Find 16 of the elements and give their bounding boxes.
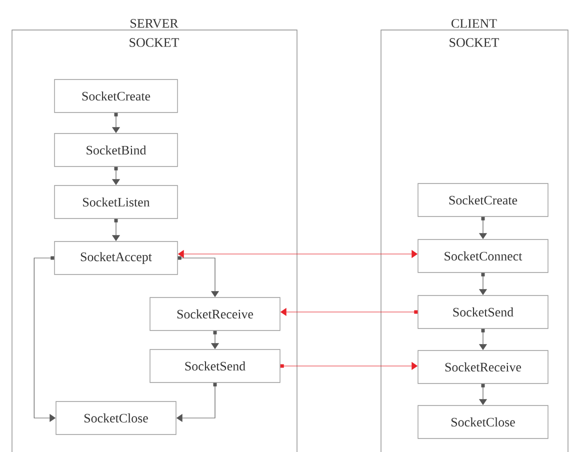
function-box: SocketSend bbox=[150, 349, 280, 383]
function-box: SocketCreate bbox=[54, 79, 178, 113]
function-box: SocketReceive bbox=[418, 350, 548, 384]
function-box: SocketAccept bbox=[54, 241, 178, 275]
function-box: SocketClose bbox=[418, 405, 548, 439]
function-box: SocketCreate bbox=[418, 183, 548, 217]
function-box: SocketClose bbox=[56, 401, 176, 435]
panel-title: SOCKET bbox=[130, 38, 179, 47]
function-box: SocketReceive bbox=[150, 297, 280, 331]
function-box: SocketListen bbox=[54, 185, 178, 219]
panel-heading: SERVER bbox=[130, 19, 178, 28]
function-box: SocketSend bbox=[418, 295, 548, 329]
function-box: SocketConnect bbox=[418, 239, 548, 273]
panel-title: SOCKET bbox=[450, 38, 499, 47]
panel-heading: CLIENT bbox=[452, 19, 497, 28]
function-box: SocketBind bbox=[54, 133, 178, 167]
